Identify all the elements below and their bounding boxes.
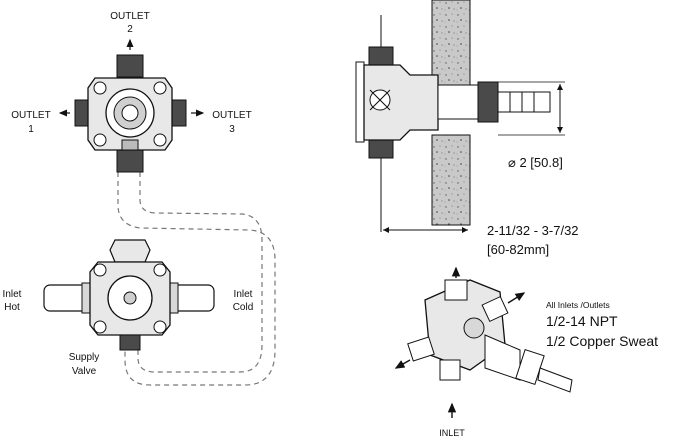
iso-stem: [537, 367, 573, 393]
side-flange: [355, 61, 365, 143]
outlet-2-port: [116, 54, 144, 78]
inlet-hot-label-l2: Hot: [4, 302, 20, 313]
mount-ear-bl: [93, 133, 107, 147]
outlet-2-label-l2: 2: [127, 24, 133, 35]
iso-view: All Inlets /Outlets 1/2-14 NPT 1/2 Coppe…: [394, 266, 658, 438]
iso-inlet-label: INLET: [439, 428, 465, 438]
spec-title: All Inlets /Outlets: [546, 300, 610, 310]
inlet-cold-label-l1: Inlet: [234, 289, 253, 300]
spec-npt: 1/2-14 NPT: [546, 313, 618, 329]
inlet-hot-label-l1: Inlet: [3, 289, 22, 300]
outlet-3-label-l2: 3: [229, 124, 235, 135]
inlet-port: [116, 149, 144, 173]
supply-top-hex: [109, 239, 151, 263]
outlet-1-label-l1: OUTLET: [11, 110, 50, 121]
supply-ear-tl: [93, 263, 107, 277]
iso-bottom-port: [439, 359, 461, 381]
side-cartridge: [437, 84, 479, 120]
outlet-3-label-l1: OUTLET: [212, 110, 251, 121]
supply-valve-label-l2: Valve: [72, 366, 97, 377]
supply-bottom-port: [119, 334, 141, 351]
supply-ear-tr: [153, 263, 167, 277]
side-stem: [497, 91, 551, 113]
side-top-port: [368, 46, 394, 66]
iso-right-arrow: [507, 292, 526, 304]
depth-label-l1: 2-11/32 - 3-7/32: [487, 223, 579, 238]
supply-valve-view: Inlet Hot Inlet Cold Supply Valve: [3, 239, 254, 377]
side-cartridge-nut: [477, 81, 499, 123]
supply-stem: [123, 291, 137, 305]
dashed-pipe-outer: [117, 172, 276, 386]
iso-right-port: [481, 295, 509, 323]
dashed-pipe-inner: [137, 172, 263, 373]
mount-ear-tr: [153, 81, 167, 95]
diameter-label: ⌀ 2 [50.8]: [508, 155, 563, 170]
side-view: ⌀ 2 [50.8] 2-11/32 - 3-7/32 [60-82mm]: [355, 0, 579, 257]
supply-valve-label-l1: Supply: [69, 352, 100, 363]
top-valve-front-view: OUTLET 2 OUTLET 1 OUTLET 3: [11, 11, 276, 386]
outlet-1-label-l2: 1: [28, 124, 34, 135]
iso-cross-handle: [463, 317, 485, 339]
iso-top-port: [444, 279, 468, 301]
mount-ear-br: [153, 133, 167, 147]
side-bottom-port: [368, 139, 394, 159]
side-valve-body: [363, 64, 439, 141]
stop-screw: [121, 139, 139, 151]
supply-ear-bl: [93, 320, 107, 334]
iso-left-arrow: [394, 359, 411, 369]
wall-lower: [431, 134, 471, 226]
outlet-2-label-l1: OUTLET: [110, 11, 149, 22]
depth-label-l2: [60-82mm]: [487, 242, 549, 257]
mount-ear-tl: [93, 81, 107, 95]
supply-ear-br: [153, 320, 167, 334]
side-cross-handle-bar-b: [369, 89, 391, 111]
inlet-cold-label-l2: Cold: [233, 302, 254, 313]
cartridge-stem: [121, 104, 139, 122]
iso-left-port: [407, 336, 435, 362]
spec-copper: 1/2 Copper Sweat: [546, 333, 658, 349]
